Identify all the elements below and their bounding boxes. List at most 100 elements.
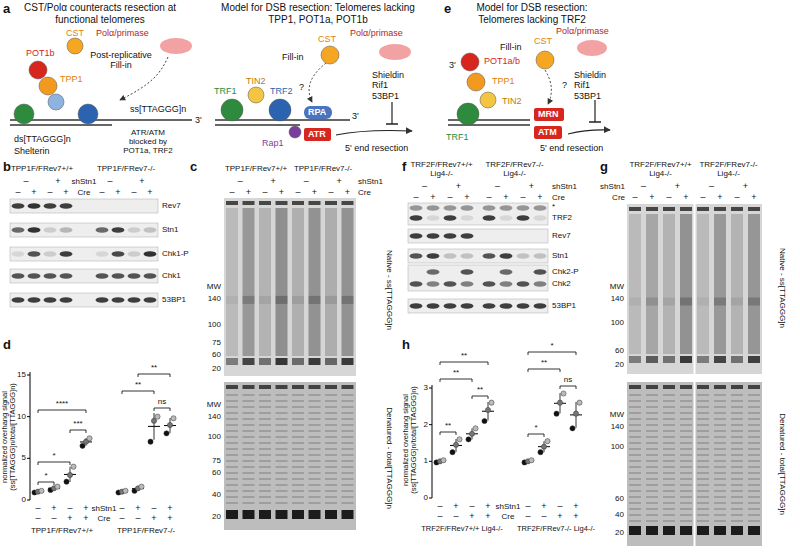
gel-striation — [276, 472, 288, 474]
gel-striation — [276, 460, 288, 462]
gel-band — [309, 510, 321, 519]
rap1-protein — [289, 126, 301, 138]
gel-striation — [325, 394, 337, 396]
condition-sign: – — [541, 511, 546, 521]
protein-band — [12, 251, 25, 257]
gel-striation — [342, 484, 354, 486]
panel-letter: g — [600, 159, 608, 174]
condition-sign: + — [456, 181, 461, 191]
condition-sign: + — [55, 176, 60, 186]
gel-striation — [697, 490, 709, 492]
condition-sign: + — [31, 187, 36, 197]
gel-striation — [243, 502, 255, 504]
band-label: Rev7 — [162, 201, 181, 210]
gel-striation — [731, 508, 743, 510]
panel-title: Model for DSB resection: Telomeres lacki… — [221, 2, 415, 25]
protein-band — [500, 269, 513, 275]
gel-striation — [663, 424, 675, 426]
protein-band — [461, 205, 474, 211]
process-note: Fill-in — [282, 52, 304, 62]
trf1-protein — [221, 99, 243, 121]
protein-name: Polα/primase — [96, 28, 149, 38]
gel-smear — [748, 214, 760, 354]
gel-striation — [292, 496, 304, 498]
data-point — [453, 442, 458, 447]
gel-striation — [714, 496, 726, 498]
gel-striation — [243, 454, 255, 456]
gel-striation — [226, 430, 238, 432]
gel-striation — [342, 454, 354, 456]
fill-in-arrow — [309, 63, 326, 102]
gel-striation — [342, 472, 354, 474]
gel-striation — [731, 502, 743, 504]
condition-sign: – — [486, 192, 491, 202]
protein-band — [500, 303, 513, 309]
tpp1-protein — [39, 77, 57, 95]
gel-striation — [226, 394, 238, 396]
gel-striation — [342, 436, 354, 438]
condition-sign: + — [337, 176, 342, 186]
gel-well — [646, 207, 658, 211]
significance-mark: ** — [151, 363, 157, 372]
gel-striation — [226, 418, 238, 420]
gel-striation — [714, 508, 726, 510]
gel-striation — [243, 478, 255, 480]
group-label: TPP1F/FRev7+/+ — [31, 526, 93, 535]
row-label: Cre — [358, 188, 371, 197]
significance-mark: ** — [541, 358, 547, 367]
gel-band — [663, 526, 675, 535]
band-label: Chk2 — [552, 279, 571, 288]
gel-striation — [342, 406, 354, 408]
gel-striation — [646, 496, 658, 498]
size-marker: MW — [610, 282, 624, 291]
significance-bracket — [528, 352, 576, 355]
gel-striation — [663, 418, 675, 420]
protein-name: Rap1 — [262, 138, 284, 148]
data-point — [457, 437, 462, 442]
condition-sign: + — [649, 192, 654, 202]
protein-band — [144, 251, 157, 257]
row-label: Cre — [552, 193, 565, 202]
protein-box: ATR — [304, 128, 331, 141]
gel-striation — [748, 448, 760, 450]
gel-striation — [629, 406, 641, 408]
band-label: Stn1 — [552, 251, 568, 260]
condition-sign: + — [743, 181, 748, 191]
gel-striation — [731, 496, 743, 498]
gel-divider — [694, 382, 696, 546]
axis-tick-label: 10 — [17, 412, 26, 421]
condition-sign: – — [67, 503, 72, 513]
condition-sign: + — [541, 501, 546, 511]
gel-striation — [646, 478, 658, 480]
condition-sign: – — [632, 192, 637, 202]
gel-striation — [259, 430, 271, 432]
condition-sign: + — [55, 176, 60, 186]
condition-sign: – — [47, 187, 52, 197]
condition-sign: + — [675, 181, 680, 191]
axis-tick-label: 1 — [424, 456, 428, 465]
protein-band — [483, 205, 496, 211]
data-point — [167, 422, 172, 427]
process-note: Fill-in — [500, 42, 522, 52]
condition-sign: – — [51, 513, 56, 523]
row-label: shStn1 — [358, 177, 383, 186]
row-label: Cre — [78, 188, 91, 197]
condition-sign: – — [295, 187, 300, 197]
gel-striation — [226, 412, 238, 414]
condition-sign: – — [238, 176, 243, 186]
protein-band — [96, 273, 109, 279]
condition-sign: – — [131, 187, 136, 197]
gel-striation — [748, 460, 760, 462]
inhibitor-list: Shieldin Rif1 53BP1 — [574, 70, 618, 101]
question-mark: ? — [299, 82, 304, 92]
condition-sign: – — [119, 513, 124, 523]
significance-mark: * — [44, 471, 47, 480]
gel-striation — [646, 466, 658, 468]
significance-mark: ** — [477, 385, 483, 394]
gel-band — [714, 298, 726, 306]
protein-name: CST — [318, 34, 336, 44]
genotype-header: TRF2F/FRev7+/+ Lig4-/- — [407, 160, 477, 178]
condition-sign: + — [485, 501, 490, 511]
gel-striation — [663, 454, 675, 456]
protein-box: MRN — [534, 108, 564, 121]
